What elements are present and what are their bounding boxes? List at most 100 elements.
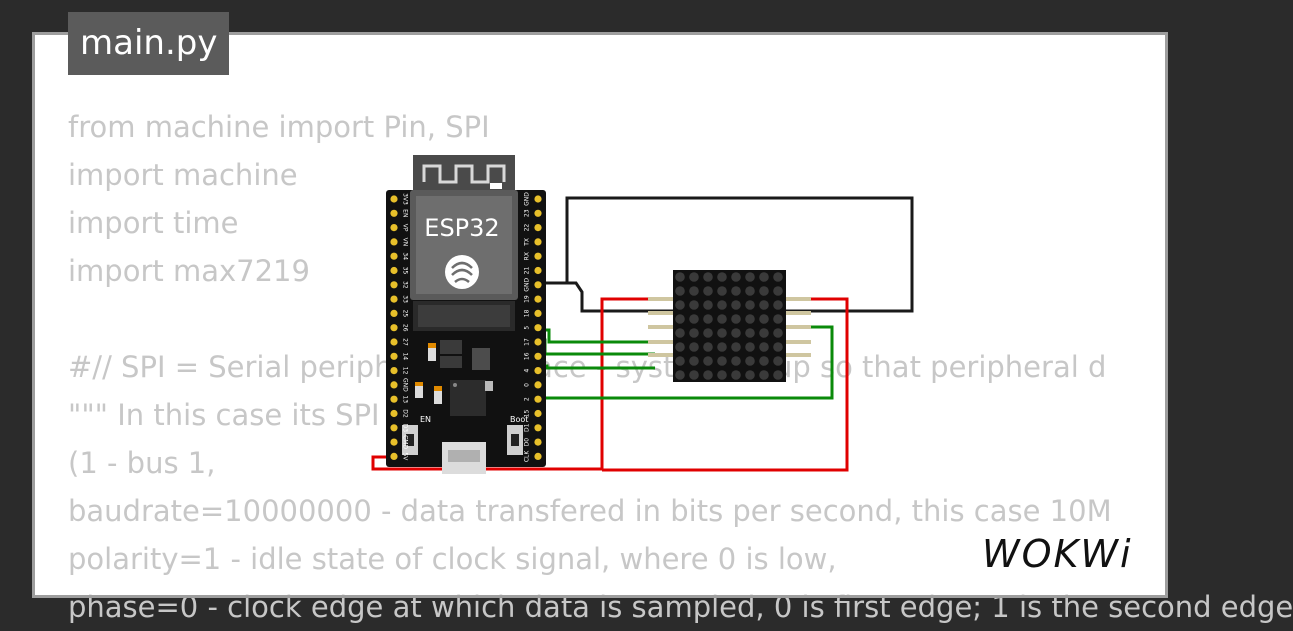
pin-label: 5 xyxy=(524,326,531,330)
board-pin[interactable] xyxy=(534,381,542,389)
matrix-pin-in[interactable] xyxy=(648,311,674,315)
matrix-led xyxy=(759,286,769,296)
matrix-led xyxy=(717,286,727,296)
matrix-led xyxy=(703,272,713,282)
matrix-led xyxy=(703,356,713,366)
matrix-pin-out[interactable] xyxy=(785,311,811,315)
board-pin[interactable] xyxy=(390,324,398,332)
board-pin[interactable] xyxy=(390,395,398,403)
matrix-led xyxy=(759,328,769,338)
board-pin[interactable] xyxy=(390,238,398,246)
board-pin[interactable] xyxy=(534,324,542,332)
matrix-led xyxy=(773,314,783,324)
matrix-pin-in[interactable] xyxy=(648,297,674,301)
board-pin[interactable] xyxy=(534,367,542,375)
board-pin[interactable] xyxy=(534,409,542,418)
board-pin[interactable] xyxy=(390,209,398,217)
matrix-led xyxy=(731,370,741,380)
pin-label: 5V xyxy=(402,452,409,461)
board-pin[interactable] xyxy=(534,295,542,303)
board-pin[interactable] xyxy=(390,424,398,432)
board-pin[interactable] xyxy=(390,409,398,418)
matrix-led xyxy=(773,370,783,380)
circuit-diagram: ESP32 EN Boot 3V3ENVPVN34353233252627141… xyxy=(371,155,914,474)
espressif-logo xyxy=(445,255,479,289)
board-pin[interactable] xyxy=(534,281,542,289)
board-pin[interactable] xyxy=(390,452,398,460)
matrix-led xyxy=(745,370,755,380)
board-pin[interactable] xyxy=(390,224,398,232)
esp32-board[interactable]: ESP32 EN Boot 3V3ENVPVN34353233252627141… xyxy=(386,155,546,474)
pin-label: 21 xyxy=(524,267,531,275)
matrix-pin-in[interactable] xyxy=(648,340,674,344)
board-pin[interactable] xyxy=(390,352,398,360)
board-pin[interactable] xyxy=(390,252,398,260)
wire-red-vcc-right xyxy=(602,297,849,472)
pin-label: 25 xyxy=(402,310,409,318)
board-pin[interactable] xyxy=(390,295,398,303)
left-pin-header[interactable]: 3V3ENVPVN343532332526271412GND13D2D3CMD5… xyxy=(390,193,409,461)
wire-green-clk xyxy=(540,364,655,370)
board-pin[interactable] xyxy=(390,367,398,375)
board-pin[interactable] xyxy=(534,395,542,403)
wokwi-logo: WOKWi xyxy=(982,532,1131,576)
matrix-led xyxy=(731,314,741,324)
board-pin[interactable] xyxy=(390,438,398,446)
matrix-led xyxy=(745,342,755,352)
editor-card: from machine import Pin, SPI import mach… xyxy=(35,35,1293,624)
pin-label: 0 xyxy=(524,383,531,387)
board-pin[interactable] xyxy=(390,195,398,203)
matrix-pin-out[interactable] xyxy=(785,325,811,329)
board-pin[interactable] xyxy=(390,281,398,289)
matrix-led xyxy=(675,342,685,352)
matrix-led xyxy=(745,314,755,324)
matrix-led xyxy=(759,356,769,366)
matrix-pin-out[interactable] xyxy=(785,340,811,344)
board-pin[interactable] xyxy=(534,309,542,317)
board-pin[interactable] xyxy=(534,266,542,275)
matrix-led xyxy=(689,342,699,352)
matrix-led xyxy=(689,300,699,310)
matrix-led xyxy=(675,370,685,380)
pin-label: VP xyxy=(402,224,409,232)
board-pin[interactable] xyxy=(390,266,398,275)
pin-label: 35 xyxy=(402,267,409,275)
en-button[interactable]: EN xyxy=(402,415,431,455)
file-tab[interactable]: main.py xyxy=(68,12,230,75)
matrix-led xyxy=(745,328,755,338)
max7219-matrix[interactable] xyxy=(648,270,811,382)
matrix-led xyxy=(745,356,755,366)
board-pin[interactable] xyxy=(534,209,542,217)
board-pin[interactable] xyxy=(390,381,398,389)
matrix-pin-out[interactable] xyxy=(785,297,811,301)
board-pin[interactable] xyxy=(534,424,542,432)
board-pin[interactable] xyxy=(534,452,542,460)
matrix-led xyxy=(773,328,783,338)
matrix-led xyxy=(675,286,685,296)
pin-label: 18 xyxy=(524,309,531,317)
matrix-led xyxy=(731,356,741,366)
board-pin[interactable] xyxy=(534,252,542,260)
pin-label: RX xyxy=(524,252,531,260)
board-pin[interactable] xyxy=(534,438,542,446)
matrix-pin-in[interactable] xyxy=(648,353,674,357)
matrix-led xyxy=(717,328,727,338)
board-pin[interactable] xyxy=(534,338,542,346)
matrix-pin-in[interactable] xyxy=(648,325,674,329)
matrix-pin-out[interactable] xyxy=(785,353,811,357)
board-pin[interactable] xyxy=(534,224,542,232)
matrix-led xyxy=(759,370,769,380)
board-pin[interactable] xyxy=(534,195,542,203)
board-pin[interactable] xyxy=(390,309,398,317)
matrix-led xyxy=(773,286,783,296)
board-pin[interactable] xyxy=(390,338,398,346)
board-pin[interactable] xyxy=(534,238,542,246)
board-pin[interactable] xyxy=(534,352,542,360)
matrix-led xyxy=(703,300,713,310)
pin-label: 33 xyxy=(402,295,409,303)
pin-label: 14 xyxy=(402,352,409,360)
pin-label: EN xyxy=(402,209,409,217)
boot-button[interactable]: Boot xyxy=(507,415,528,455)
matrix-led xyxy=(675,314,685,324)
